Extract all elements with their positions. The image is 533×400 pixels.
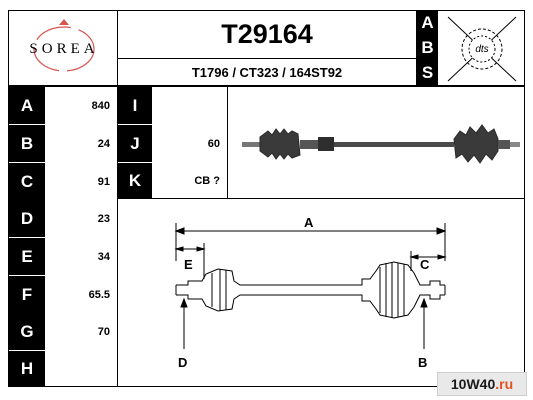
spec-label-g: G (9, 313, 45, 350)
spec-value-e: 34 (97, 250, 110, 263)
abs-letter-a: A (421, 13, 434, 32)
spec-value-b: 24 (97, 137, 110, 150)
drive-shaft-photo (242, 124, 520, 164)
spec-value-h (45, 351, 118, 386)
abs-cell: dts (437, 10, 525, 86)
cross-references: T1796 / CT323 / 164ST92 (117, 58, 417, 86)
spec-label-d: D (9, 200, 45, 237)
dim-label-a: A (304, 215, 314, 230)
part-number: T29164 (117, 10, 417, 59)
no-abs-icon (447, 16, 517, 82)
spec-label-k: K (118, 163, 152, 198)
spec-value-c: 91 (97, 175, 110, 188)
watermark: 10W40.ru (437, 372, 527, 396)
logo-cell: SOREA (8, 10, 118, 86)
spec-value-g: 70 (97, 325, 110, 338)
spec-value-a: 840 (91, 99, 110, 112)
abs-letter-b: B (421, 38, 434, 57)
spec-table-left: A 840 B 24 C 91 D 23 E 34 F 65.5 G 70 H (8, 86, 118, 387)
abs-badge: dts (475, 43, 489, 55)
spec-label-j: J (118, 125, 152, 162)
watermark-main: 10W40 (450, 376, 496, 392)
dim-label-c: C (420, 257, 430, 272)
spec-value-k: CB ? (194, 174, 220, 187)
spec-label-a: A (9, 87, 45, 124)
spec-value-f: 65.5 (88, 288, 110, 301)
brand-logo: SOREA (29, 40, 99, 57)
spec-table-right: I J 60 K CB ? (117, 86, 228, 199)
spec-label-e: E (9, 238, 45, 275)
spec-label-i: I (118, 87, 152, 124)
abs-label: A B S (417, 10, 438, 86)
dim-label-e: E (184, 257, 193, 272)
abs-letter-s: S (421, 63, 434, 82)
dim-label-b: B (418, 355, 428, 370)
dimension-diagram (174, 223, 447, 349)
spec-label-b: B (9, 125, 45, 162)
logo-ring-icon (33, 19, 95, 72)
spec-label-f: F (9, 276, 45, 313)
dimension-diagram-cell: A E C D B (117, 198, 525, 387)
spec-label-c: C (9, 163, 45, 200)
dim-label-d: D (178, 355, 188, 370)
spec-value-i (152, 87, 228, 124)
product-photo-cell (227, 86, 525, 199)
spec-value-d: 23 (97, 212, 110, 225)
watermark-tld: .ru (495, 376, 514, 392)
spec-value-j: 60 (207, 137, 220, 150)
spec-label-h: H (9, 351, 45, 386)
